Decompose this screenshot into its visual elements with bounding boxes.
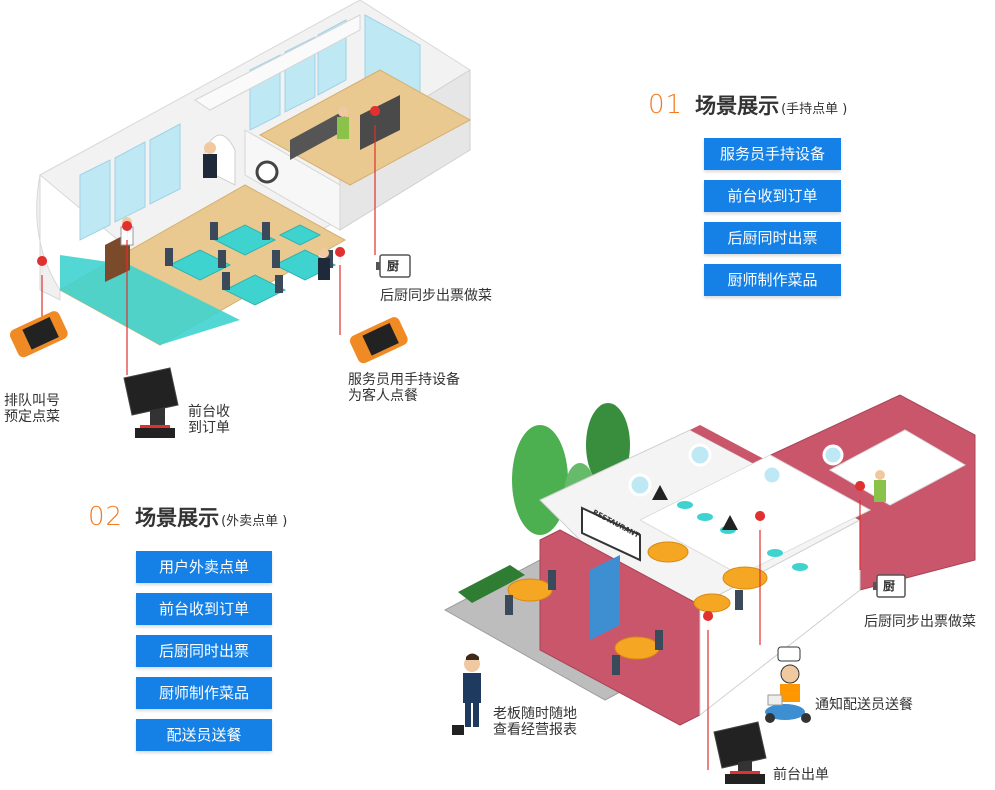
callout-delivery: 通知配送员送餐 [815,697,913,713]
callout-kitchen-sync: 后厨同步出票做菜 [380,288,492,304]
callout-waiter: 服务员用手持设备 为客人点餐 [348,372,460,404]
scene1-step-3: 后厨同时出票 [704,222,841,254]
kitchen-icon-char-2: 厨 [883,579,896,593]
scene2-subtitle: (外卖点单 ) [221,514,288,529]
scene2-step-4: 厨师制作菜品 [136,677,272,709]
callout-frontdesk-line1: 前台收 [188,404,230,420]
callout-boss: 老板随时随地 查看经营报表 [493,706,577,738]
scene2-heading: 02 场景展示 (外卖点单 ) [88,502,287,532]
scene1-step-1: 服务员手持设备 [704,138,841,170]
handheld-device-queue-icon [9,311,68,358]
scene1-title: 场景展示 [695,94,780,118]
callout-frontdesk-line2: 到订单 [188,420,230,436]
scene2-step-1: 用户外卖点单 [136,551,272,583]
callout-queue-line2: 预定点菜 [4,409,60,425]
callout-boss-line2: 查看经营报表 [493,722,577,738]
scene2-title: 场景展示 [135,506,220,530]
callout-boss-line1: 老板随时随地 [493,706,577,722]
scene2-step-2: 前台收到订单 [136,593,272,625]
scene1-step-4: 厨师制作菜品 [704,264,841,296]
scene2-number: 02 [88,502,124,532]
pos-terminal-icon [123,367,179,438]
kitchen-printer-icon [376,254,411,278]
map-marker-icons [37,106,381,276]
scene2-step-3: 后厨同时出票 [136,635,272,667]
scene2-step-5: 配送员送餐 [136,719,272,751]
scene1-subtitle: (手持点单 ) [781,102,848,117]
callout-waiter-line2: 为客人点餐 [348,388,418,404]
callout-waiter-line1: 服务员用手持设备 [348,372,460,388]
callout-frontdesk: 前台收 到订单 [188,404,230,436]
callout-queue: 排队叫号 预定点菜 [4,393,60,425]
scene1-number: 01 [648,90,684,120]
scene1-heading: 01 场景展示 (手持点单 ) [648,90,847,120]
dining-tables [168,224,337,306]
callout-frontdesk-2: 前台出单 [773,767,829,783]
handheld-device-waiter-icon [349,317,408,364]
callout-queue-line1: 排队叫号 [4,393,60,409]
scene1-step-2: 前台收到订单 [704,180,841,212]
callout-kitchen-sync-2: 后厨同步出票做菜 [864,614,976,630]
window-group-left [79,123,181,241]
kitchen-icon-char: 厨 [387,259,400,273]
